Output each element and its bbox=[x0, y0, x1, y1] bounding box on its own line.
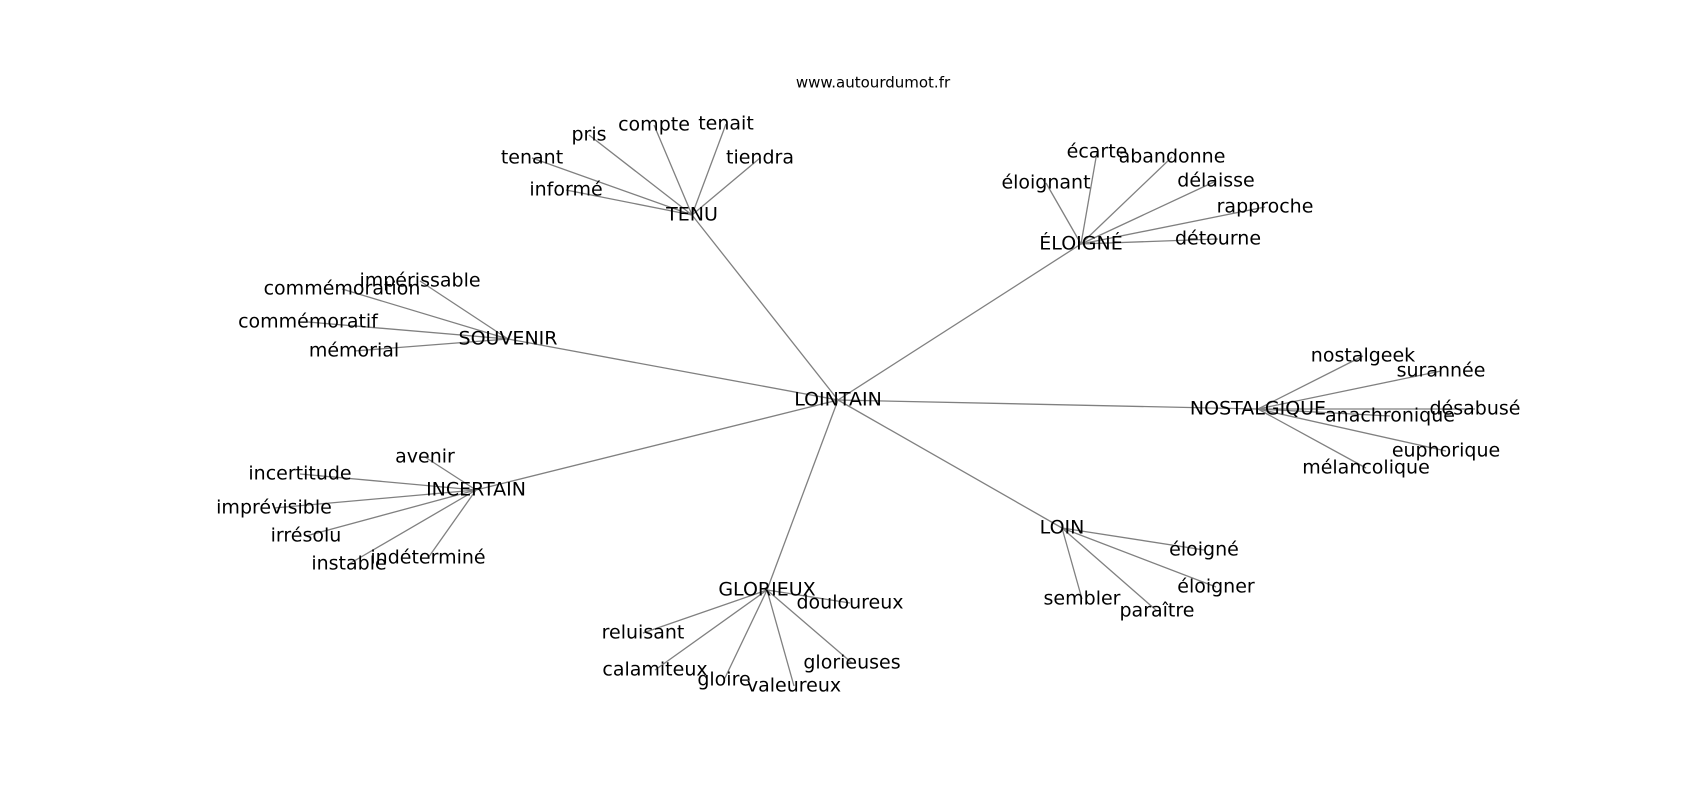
edge-center-cluster bbox=[766, 399, 839, 591]
edge-cluster-word bbox=[273, 489, 477, 509]
edge-cluster-word bbox=[1257, 355, 1364, 410]
site-credit: www.autourdumot.fr bbox=[796, 74, 951, 92]
center-node: LOINTAIN bbox=[794, 389, 882, 411]
word-node: reluisant bbox=[602, 622, 685, 644]
edge-center-cluster bbox=[507, 338, 839, 401]
word-node: irrésolu bbox=[271, 525, 342, 547]
word-node: nostalgeek bbox=[1311, 345, 1415, 367]
edge-cluster-word bbox=[424, 456, 477, 491]
word-node: abandonne bbox=[1119, 146, 1226, 168]
edge-cluster-word bbox=[766, 589, 853, 664]
edge-cluster-word bbox=[1080, 238, 1219, 245]
edge-cluster-word bbox=[766, 589, 851, 604]
edge-cluster-word bbox=[1257, 408, 1391, 417]
edge-cluster-word bbox=[531, 157, 693, 216]
word-node: anachronique bbox=[1325, 405, 1455, 427]
edge-cluster-word bbox=[1045, 182, 1082, 245]
word-node: sembler bbox=[1044, 588, 1121, 610]
word-node: commémoratif bbox=[238, 311, 379, 333]
edge-cluster-word bbox=[1080, 180, 1217, 245]
word-node: valeureux bbox=[747, 675, 841, 697]
word-node: impérissable bbox=[359, 270, 480, 292]
edge-cluster-word bbox=[1061, 527, 1205, 551]
edge-cluster-word bbox=[1257, 408, 1367, 469]
word-node: éloigné bbox=[1169, 539, 1239, 561]
word-node: imprévisible bbox=[216, 497, 332, 519]
edge-cluster-word bbox=[1257, 408, 1447, 452]
edge-cluster-word bbox=[1061, 527, 1158, 612]
word-node: détourne bbox=[1175, 228, 1261, 250]
edge-cluster-word bbox=[1080, 151, 1098, 245]
edge-cluster-word bbox=[307, 321, 509, 340]
cluster-node-tenu: TENU bbox=[665, 204, 718, 226]
word-node: informé bbox=[529, 179, 602, 201]
edge-cluster-word bbox=[348, 489, 477, 565]
edge-center-cluster bbox=[837, 399, 1259, 410]
edge-cluster-word bbox=[305, 489, 477, 537]
edge-cluster-word bbox=[299, 473, 477, 491]
edge-center-cluster bbox=[837, 399, 1063, 529]
edge-cluster-word bbox=[565, 189, 693, 216]
word-node: écarte bbox=[1067, 141, 1128, 163]
edge-cluster-word bbox=[642, 589, 768, 634]
word-node: surannée bbox=[1397, 360, 1486, 382]
word-node: indéterminé bbox=[370, 547, 485, 569]
word-node: incertitude bbox=[248, 463, 351, 485]
word-node: avenir bbox=[395, 446, 455, 468]
word-node: éloigner bbox=[1177, 576, 1255, 598]
word-node: éloignant bbox=[1001, 172, 1090, 194]
word-node: gloire bbox=[697, 669, 750, 691]
word-node: compte bbox=[618, 114, 690, 136]
word-node: douloureux bbox=[796, 592, 903, 614]
edge-cluster-word bbox=[1257, 370, 1442, 410]
cluster-node-incertain: INCERTAIN bbox=[426, 479, 526, 501]
edge-cluster-word bbox=[1061, 527, 1217, 588]
word-node: instable bbox=[311, 553, 386, 575]
word-node: glorieuses bbox=[803, 652, 900, 674]
cluster-node-loin: LOIN bbox=[1040, 517, 1085, 539]
edge-cluster-word bbox=[766, 589, 795, 687]
cluster-node-glorieux: GLORIEUX bbox=[718, 579, 815, 601]
word-node: tenant bbox=[501, 147, 563, 169]
edge-cluster-word bbox=[1061, 527, 1083, 600]
word-node: rapproche bbox=[1217, 196, 1314, 218]
graph-edges bbox=[273, 123, 1475, 687]
cluster-node-nostalgique: NOSTALGIQUE bbox=[1190, 398, 1326, 420]
word-node: calamiteux bbox=[602, 659, 707, 681]
edge-cluster-word bbox=[419, 280, 509, 340]
edge-cluster-word bbox=[588, 134, 693, 216]
cluster-node-souvenir: SOUVENIR bbox=[459, 328, 558, 350]
edge-center-cluster bbox=[475, 399, 839, 491]
word-node: paraître bbox=[1120, 600, 1195, 622]
edge-cluster-word bbox=[1080, 206, 1266, 245]
word-node: désabusé bbox=[1430, 398, 1521, 420]
edge-cluster-word bbox=[691, 123, 727, 216]
edge-center-cluster bbox=[691, 214, 839, 401]
edge-cluster-word bbox=[1080, 156, 1173, 245]
cluster-node-eloigne: ÉLOIGNÉ bbox=[1039, 232, 1122, 255]
edge-cluster-word bbox=[341, 288, 509, 340]
word-node: tiendra bbox=[726, 147, 794, 169]
edge-cluster-word bbox=[353, 338, 509, 352]
edge-cluster-word bbox=[654, 589, 768, 671]
word-node: délaisse bbox=[1177, 170, 1254, 192]
edge-cluster-word bbox=[691, 157, 761, 216]
word-node: tenait bbox=[698, 113, 754, 135]
word-node: commémoration bbox=[264, 278, 421, 300]
word-node: mélancolique bbox=[1302, 457, 1430, 479]
edge-cluster-word bbox=[653, 124, 693, 216]
word-node: mémorial bbox=[309, 340, 399, 362]
edge-center-cluster bbox=[837, 243, 1082, 401]
edge-cluster-word bbox=[427, 489, 477, 559]
edge-cluster-word bbox=[723, 589, 768, 681]
word-node: euphorique bbox=[1392, 440, 1500, 462]
word-node: pris bbox=[571, 124, 606, 146]
graph-labels: www.autourdumot.fr LOINTAIN TENU pris co… bbox=[216, 74, 1520, 697]
